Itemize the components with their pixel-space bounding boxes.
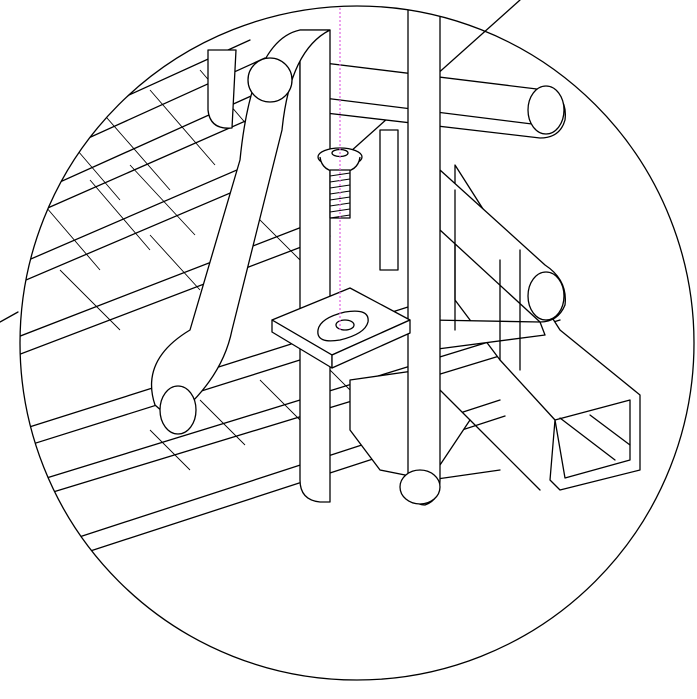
detail-circle xyxy=(19,5,695,681)
cable-tray-u-wire xyxy=(150,29,565,505)
cable-tray-vertical-wires xyxy=(207,9,441,506)
detail-contents xyxy=(20,6,641,557)
clamp-plate xyxy=(271,287,411,369)
